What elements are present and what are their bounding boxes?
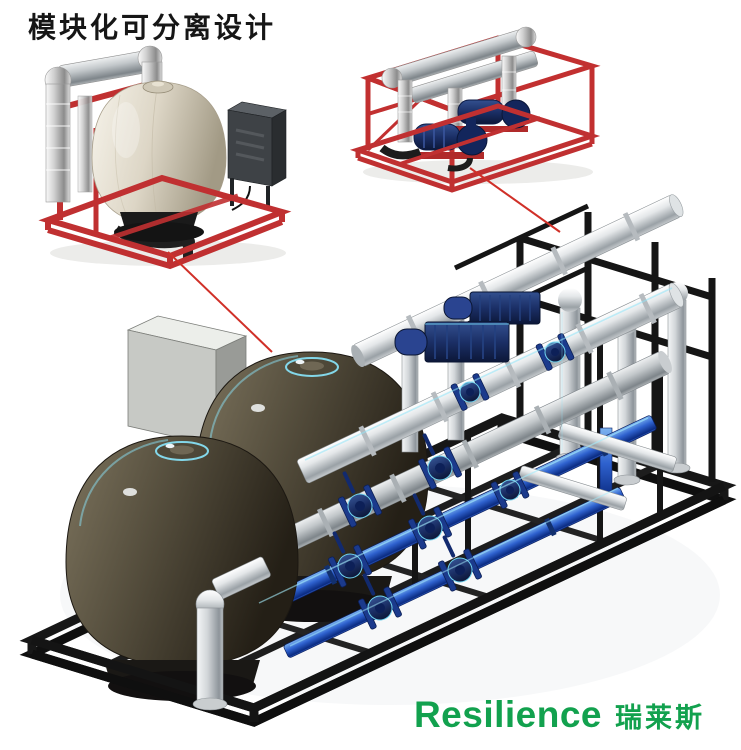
pump-module-base <box>349 103 601 193</box>
cross-pipes <box>518 422 677 511</box>
filter-module-thumbnail <box>38 45 292 270</box>
brand-name: Resilience <box>413 694 602 735</box>
callout-line-filter-module <box>167 251 273 353</box>
brand-logo: Resilience 瑞莱斯 <box>414 694 705 736</box>
glow-accents <box>258 287 673 647</box>
front-drain-pipe <box>192 556 271 711</box>
main-skid-assembly <box>19 194 737 727</box>
brand-name-chinese: 瑞莱斯 <box>615 703 705 733</box>
pump-module-thumbnail <box>349 26 601 193</box>
callout-lines <box>167 167 561 353</box>
base-frame-front <box>30 481 726 727</box>
filter-module-base <box>38 174 292 270</box>
callout-line-pump-module <box>469 167 561 233</box>
filter-module-insulated-pipes <box>44 45 163 203</box>
filter-module-tank <box>91 80 227 242</box>
pump-module-insulated-pipes <box>381 26 538 149</box>
page-title: 模块化可分离设计 <box>28 12 277 43</box>
pump-block <box>394 291 541 363</box>
